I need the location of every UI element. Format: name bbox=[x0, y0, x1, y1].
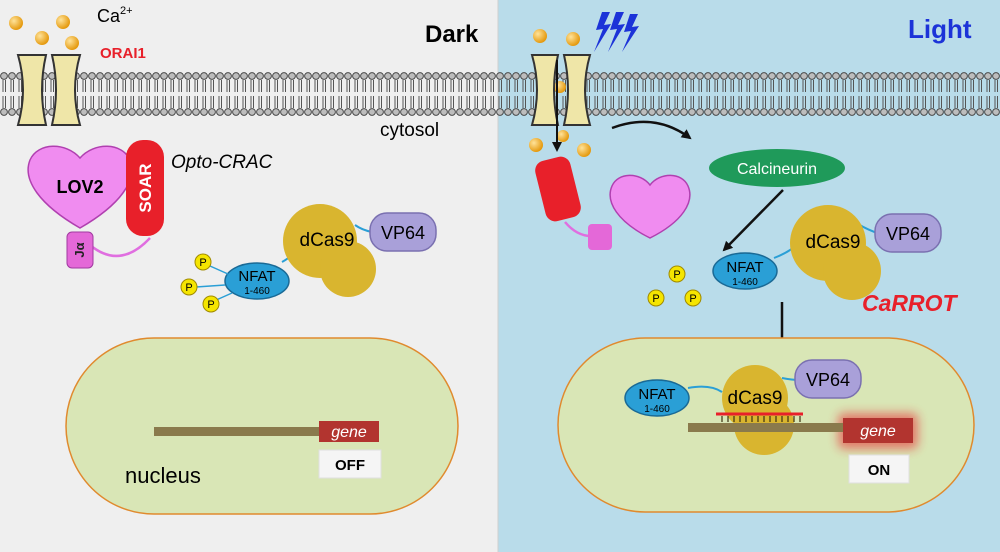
nucleus-label: nucleus bbox=[125, 463, 201, 488]
dna-strand-dark bbox=[154, 427, 319, 436]
gene-block-light bbox=[843, 418, 913, 443]
nfat-dcas9-complex-light bbox=[712, 205, 942, 300]
off-badge bbox=[318, 449, 382, 479]
calcineurin bbox=[709, 149, 845, 187]
calcium-label: Ca2+ bbox=[97, 5, 133, 26]
on-label: ON bbox=[868, 462, 891, 479]
orai1-channel-light bbox=[530, 54, 592, 126]
phospho-label-5: P bbox=[652, 293, 659, 305]
phospho-label-6: P bbox=[689, 293, 696, 305]
dcas9-label-dark: dCas9 bbox=[300, 230, 355, 251]
light-label: Light bbox=[908, 14, 972, 44]
vp64-label-light: VP64 bbox=[886, 224, 930, 244]
phospho-label-2: P bbox=[185, 282, 192, 294]
phosphate-groups-dark bbox=[180, 253, 233, 313]
gene-block-dark bbox=[319, 421, 379, 442]
carrot-label: CaRROT bbox=[862, 290, 959, 316]
cytosol-label: cytosol bbox=[380, 120, 439, 141]
dcas9-label-light: dCas9 bbox=[806, 232, 861, 253]
phosphate-groups-free bbox=[647, 265, 702, 307]
phospho-label-1: P bbox=[199, 257, 206, 269]
dna-strand-light bbox=[688, 423, 843, 432]
lov2-label: LOV2 bbox=[56, 177, 103, 197]
on-badge bbox=[848, 454, 910, 484]
opto-crac-construct bbox=[27, 140, 164, 269]
rna-dna-hybrid bbox=[721, 416, 801, 422]
ja-label: Jα bbox=[72, 242, 87, 257]
nfat-label-nuclear: NFAT bbox=[638, 386, 675, 403]
nfat-label-light: NFAT bbox=[726, 259, 763, 276]
nfat-range-light: 1-460 bbox=[732, 277, 758, 288]
orai1-label: ORAI1 bbox=[100, 45, 146, 62]
calcium-ions-light bbox=[529, 29, 591, 157]
lightning-icon bbox=[594, 12, 639, 52]
nfat-range-dark: 1-460 bbox=[244, 286, 270, 297]
calcineurin-label: Calcineurin bbox=[737, 161, 817, 178]
orai1-channel-dark bbox=[16, 54, 82, 126]
calcium-ions-dark bbox=[9, 15, 79, 50]
vp64-label-dark: VP64 bbox=[381, 223, 425, 243]
phospho-label-4: P bbox=[673, 269, 680, 281]
nfat-range-nuclear: 1-460 bbox=[644, 404, 670, 415]
off-label: OFF bbox=[335, 457, 365, 474]
opto-crac-label: Opto-CRAC bbox=[171, 152, 273, 173]
phospho-label-3: P bbox=[207, 299, 214, 311]
dephosphorylation-arrow bbox=[722, 189, 784, 252]
cell-membrane bbox=[0, 72, 1000, 116]
gene-label-light: gene bbox=[860, 423, 896, 440]
dark-label: Dark bbox=[425, 21, 479, 48]
nfat-label-dark: NFAT bbox=[238, 268, 275, 285]
gene-label-dark: gene bbox=[331, 424, 367, 441]
nfat-dcas9-complex-dark bbox=[224, 204, 437, 300]
dcas9-label-nuclear: dCas9 bbox=[728, 388, 783, 409]
vp64-label-nuclear: VP64 bbox=[806, 370, 850, 390]
soar-label: SOAR bbox=[136, 163, 155, 212]
calcineurin-activation-arrow bbox=[611, 120, 692, 140]
opto-crac-activated bbox=[535, 156, 691, 250]
